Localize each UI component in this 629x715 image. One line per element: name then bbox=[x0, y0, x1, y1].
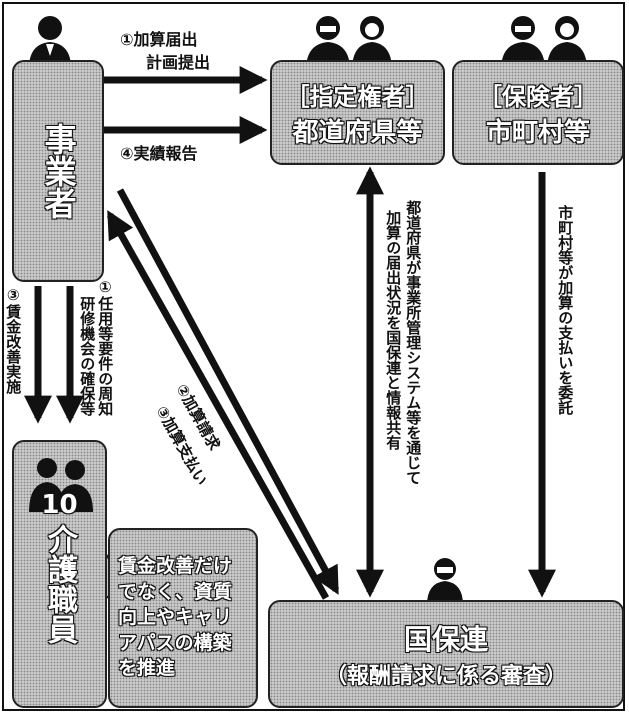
prefecture-line2: 都道府県等 bbox=[292, 117, 423, 148]
callout-line-3: 向上やキャリ bbox=[118, 606, 233, 629]
delegate-label: 市町村等が加算の支払いを委託 bbox=[556, 205, 575, 415]
duties-line2: 研修機会の確保等 bbox=[78, 296, 97, 416]
payment-arrow bbox=[106, 210, 330, 600]
kokuhoren-line2: （報酬請求に係る審査） bbox=[324, 664, 567, 689]
report-text: 実績報告 bbox=[133, 144, 198, 163]
report-label: ④実績報告 bbox=[120, 140, 198, 164]
duties-num: ① bbox=[96, 278, 115, 296]
insurer-people-icon bbox=[501, 16, 587, 70]
kokuhoren-line1: 国保連 bbox=[403, 623, 488, 656]
care-worker-people-icon bbox=[28, 458, 93, 512]
callout-line-1: 賃金改善だけ bbox=[118, 554, 233, 577]
insurer-box: ［保険者］ 市町村等 bbox=[452, 60, 624, 165]
care-worker-num: 10 bbox=[41, 490, 78, 520]
kokuhoren-box: 国保連 （報酬請求に係る審査） bbox=[268, 600, 624, 708]
kokuhoren-person-icon bbox=[427, 558, 463, 605]
share-line1: 都道府県が事業所管理システム等を通じて bbox=[404, 200, 423, 485]
insurer-line1: ［保険者］ bbox=[478, 82, 598, 111]
claim-arrow bbox=[116, 188, 340, 595]
callout-line-2: でなく、資質 bbox=[118, 580, 233, 603]
care-worker-box: 10 介護職員 bbox=[12, 440, 107, 708]
prefecture-line1: ［指定権者］ bbox=[285, 82, 430, 111]
wage-num: ③ bbox=[4, 286, 23, 304]
share-line2: 加算の届出状況を国保連と情報共有 bbox=[384, 210, 403, 450]
duties-line1: 任用等要件の周知 bbox=[96, 296, 115, 416]
care-worker-label: 介護職員 bbox=[42, 524, 77, 644]
callout-line-5: を推進 bbox=[118, 657, 176, 680]
submit-num: ① bbox=[120, 30, 134, 49]
wage-label: 賃金改善実施 bbox=[4, 304, 23, 394]
submit-label-2: 計画提出 bbox=[146, 53, 211, 72]
prefecture-box: ［指定権者］ 都道府県等 bbox=[270, 60, 445, 165]
submit-label: ①加算届出 bbox=[120, 26, 198, 50]
provider-box: 事業者 bbox=[12, 60, 104, 282]
submit-line1: 加算届出 bbox=[133, 30, 198, 49]
report-num: ④ bbox=[120, 144, 134, 163]
provider-label: 事業者 bbox=[39, 123, 78, 219]
insurer-line2: 市町村等 bbox=[485, 117, 590, 148]
callout-line-4: アパスの構築 bbox=[118, 631, 232, 654]
callout-box: 賃金改善だけ でなく、資質 向上やキャリ アパスの構築 を推進 bbox=[108, 528, 258, 708]
